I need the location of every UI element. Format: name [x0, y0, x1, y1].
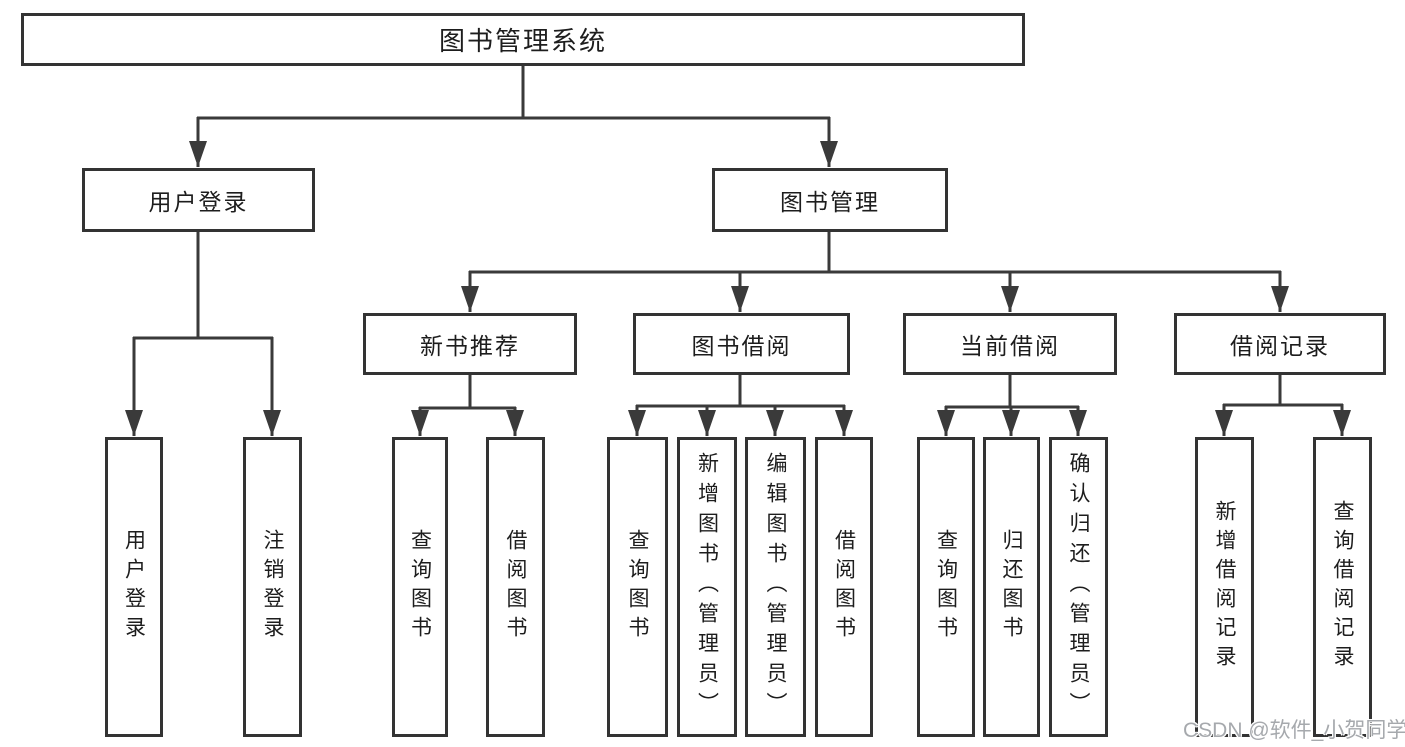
node-label: 图书管理系统 — [438, 26, 607, 56]
node-label: 查询图书 — [626, 529, 649, 645]
node-user-login: 用户登录 — [82, 168, 315, 232]
node-label: 新书推荐 — [420, 333, 520, 359]
node-book-borrow: 图书借阅 — [633, 313, 850, 375]
node-leaf-user-login: 用户登录 — [105, 437, 163, 737]
node-label: 用户登录 — [148, 189, 249, 215]
node-label: 确认归还（管理员） — [1067, 452, 1090, 722]
node-label: 注销登录 — [261, 529, 284, 645]
node-book-management: 图书管理 — [712, 168, 948, 232]
node-label: 当前借阅 — [960, 333, 1060, 359]
node-label: 借阅图书 — [832, 529, 856, 645]
node-leaf-add-borrow-record: 新增借阅记录 — [1195, 437, 1254, 737]
node-leaf-logout: 注销登录 — [243, 437, 302, 737]
node-leaf-query-book-2: 查询图书 — [607, 437, 668, 737]
node-leaf-confirm-return-admin: 确认归还（管理员） — [1049, 437, 1108, 737]
csdn-watermark: CSDN @软件_小贺同学 — [1183, 719, 1405, 742]
node-label: 新增借阅记录 — [1213, 500, 1236, 674]
node-label: 图书借阅 — [691, 333, 792, 359]
node-leaf-edit-book-admin: 编辑图书（管理员） — [745, 437, 806, 737]
node-leaf-add-book-admin: 新增图书（管理员） — [677, 437, 737, 737]
node-label: 借阅图书 — [504, 529, 527, 645]
node-label: 查询图书 — [934, 529, 958, 645]
node-borrow-record: 借阅记录 — [1174, 313, 1386, 375]
node-leaf-return-book: 归还图书 — [983, 437, 1040, 737]
node-leaf-borrow-book-1: 借阅图书 — [486, 437, 545, 737]
node-label: 用户登录 — [122, 529, 146, 645]
node-label: 编辑图书（管理员） — [764, 452, 787, 722]
node-label: 查询借阅记录 — [1331, 500, 1354, 674]
node-new-book-recommend: 新书推荐 — [363, 313, 577, 375]
node-label: 归还图书 — [1000, 529, 1023, 645]
node-label: 图书管理 — [780, 189, 880, 215]
node-label: 借阅记录 — [1230, 333, 1330, 359]
node-label: 新增图书（管理员） — [695, 452, 719, 722]
node-current-borrow: 当前借阅 — [903, 313, 1117, 375]
node-leaf-borrow-book-2: 借阅图书 — [815, 437, 873, 737]
node-leaf-query-borrow-record: 查询借阅记录 — [1313, 437, 1372, 737]
node-library-system: 图书管理系统 — [21, 13, 1025, 66]
node-leaf-query-book-1: 查询图书 — [392, 437, 448, 737]
node-label: 查询图书 — [408, 529, 432, 645]
node-leaf-query-book-3: 查询图书 — [917, 437, 975, 737]
